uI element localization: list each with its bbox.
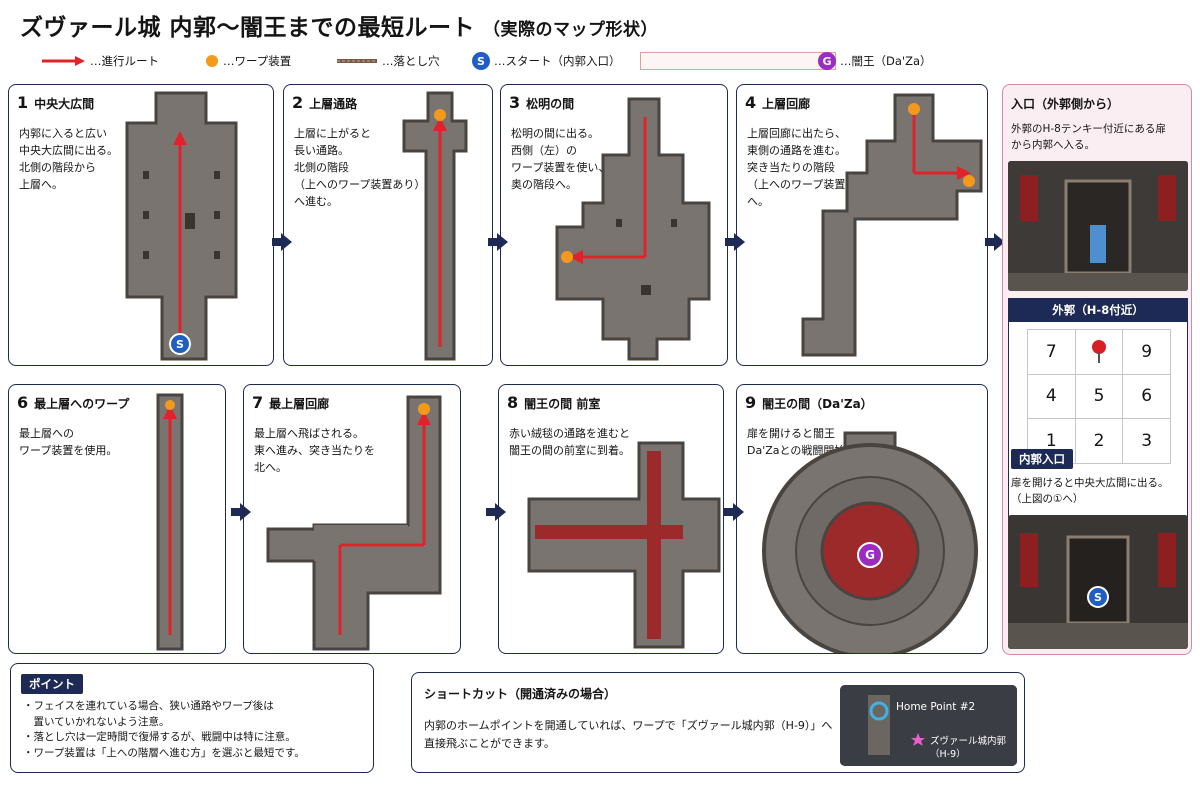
numpad-cell: 7: [1028, 330, 1076, 375]
page-title: ズヴァール城 内郭〜闇王までの最短ルート（実際のマップ形状）: [20, 15, 659, 41]
entry-desc: 外郭のH-8テンキー付近にある扉 から内郭へ入る。: [1011, 123, 1166, 151]
list-item: ・ワープ装置は「上への階層へ進む方」を選ぶと最短です。: [23, 746, 305, 759]
list-item: ・落とし穴は一定時間で復帰するが、戦闘中は特に注意。: [23, 731, 296, 743]
step-desc: 最上層への ワープ装置を使用。: [19, 427, 118, 457]
step-desc: 上層に上がると 長い通路。 北側の階段 （上へのワープ装置あり） へ進む。: [294, 127, 426, 208]
next-arrow-icon: [272, 233, 292, 251]
inner-entry-desc: 扉を開けると中央大広間に出る。 （上図の①へ）: [1011, 477, 1169, 505]
points-box: ポイント ・フェイスを連れている場合、狭い通路やワープ後は 置いていかれないよう…: [10, 663, 374, 773]
map-warp-shaft: [156, 393, 184, 651]
next-arrow-icon: [725, 233, 745, 251]
map-upper-passage: [402, 91, 468, 361]
map-torch-room: [555, 97, 711, 361]
goal-icon: G: [818, 52, 836, 70]
legend-pitfall: …落とし穴: [336, 50, 440, 72]
step-desc: 赤い絨毯の通路を進むと 闇王の間の前室に到着。: [509, 427, 630, 457]
numpad-cell: 5: [1075, 374, 1124, 420]
numpad-title: 外郭（H-8付近）: [1009, 299, 1187, 322]
next-arrow-icon: [488, 233, 508, 251]
points-list: ・フェイスを連れている場合、狭い通路やワープ後は 置いていかれないよう注意。 ・…: [23, 699, 305, 761]
home-point-label: Home Point #2: [896, 701, 976, 713]
numpad-cell: 6: [1123, 374, 1171, 420]
svg-text:G: G: [865, 548, 875, 562]
map-antechamber: [527, 441, 721, 649]
route-arrow-icon: [42, 56, 85, 66]
numpad-cell: 4: [1028, 374, 1076, 420]
numpad-map: 外郭（H-8付近） 7 9 4 5 6 1 2 3: [1008, 298, 1188, 526]
next-arrow-icon: [231, 503, 251, 521]
numpad-cell: 3: [1123, 419, 1171, 464]
list-item: ・フェイスを連れている場合、狭い通路やワープ後は 置いていかれないよう注意。: [23, 700, 274, 728]
legend-goal: G …闇王（Da'Za）: [818, 50, 932, 72]
step-desc: 最上層へ飛ばされる。 東へ進み、突き当たりを 北へ。: [254, 427, 375, 474]
entry-title: 入口（外郭側から）: [1011, 97, 1120, 111]
legend: …進行ルート …ワープ装置 …落とし穴 S …スタート（内郭入口） G …闇王（…: [40, 50, 1190, 72]
inner-gate-image: S: [1008, 515, 1188, 649]
map-throne-room: G: [762, 431, 978, 653]
svg-text:S: S: [1094, 591, 1102, 604]
home-point-dest: ズヴァール城内郭 （H-9）: [930, 736, 1007, 760]
page-subtitle: （実際のマップ形状）: [483, 20, 659, 40]
shortcut-text: 内郭のホームポイントを開通していれば、ワープで「ズヴァール城内郭（H-9）」へ …: [424, 719, 833, 750]
step-desc: 松明の間に出る。 西側（左）の ワープ装置を使い、 奥の階段へ。: [511, 127, 610, 191]
inner-entry-tag: 内郭入口: [1011, 449, 1073, 469]
numpad-cell-marked: [1075, 330, 1124, 375]
map-central-hall: S: [125, 91, 238, 361]
numpad-cell: 2: [1075, 419, 1124, 464]
map-top-corridor: [266, 395, 442, 651]
step-desc: 内郭に入ると広い 中央大広間に出る。 北側の階段から 上層へ。: [19, 127, 118, 191]
legend-blank-box: [640, 52, 836, 70]
numpad-cell: 9: [1123, 330, 1171, 375]
shortcut-title: ショートカット（開通済みの場合）: [424, 687, 617, 701]
numpad-grid: 7 9 4 5 6 1 2 3: [1027, 329, 1171, 464]
shortcut-box: ショートカット（開通済みの場合） 内郭のホームポイントを開通していれば、ワープで…: [411, 672, 1025, 773]
next-arrow-icon: [985, 233, 1005, 251]
start-icon: S: [472, 52, 490, 70]
warp-dot-icon: [206, 55, 218, 67]
entry-side-panel: 入口（外郭側から） 外郭のH-8テンキー付近にある扉 から内郭へ入る。 外郭（H…: [1002, 84, 1192, 655]
pitfall-line-icon: [337, 59, 377, 63]
step-desc: 上層回廊に出たら、 東側の通路を進む。 突き当たりの階段 （上へのワープ装置あり…: [747, 127, 879, 208]
legend-warp: …ワープ装置: [205, 50, 291, 72]
points-tag: ポイント: [21, 674, 83, 694]
home-point-image: Home Point #2 ズヴァール城内郭 （H-9）: [840, 685, 1017, 766]
location-pin-icon: [1091, 339, 1106, 363]
next-arrow-icon: [724, 503, 744, 521]
svg-text:S: S: [176, 338, 184, 351]
next-arrow-icon: [486, 503, 506, 521]
map-upper-corridor: [801, 93, 983, 357]
legend-route: …進行ルート: [40, 50, 159, 72]
outer-gate-image: [1008, 161, 1188, 291]
legend-start: S …スタート（内郭入口）: [472, 50, 621, 72]
